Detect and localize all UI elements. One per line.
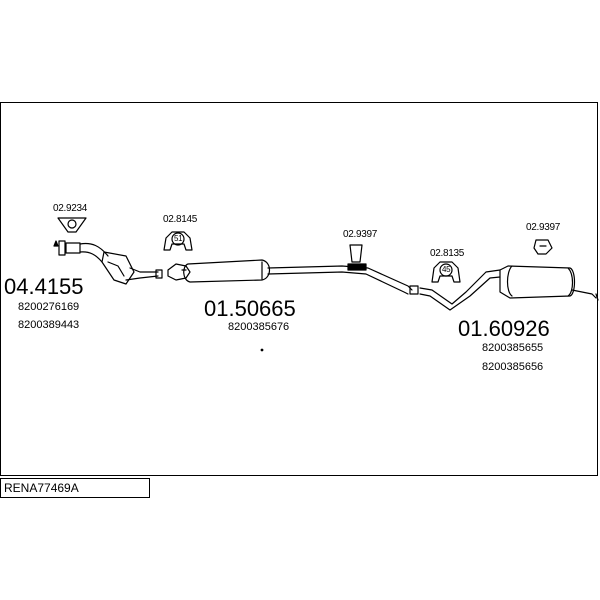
assembly-code-box: RENA77469A <box>0 478 150 498</box>
center-silencer-drawing <box>167 259 419 295</box>
rear-silencer-oem-2: 8200385656 <box>482 361 544 373</box>
rear-silencer-number: 01.60926 <box>458 316 550 341</box>
hanger-center-drawing <box>347 244 367 271</box>
clamp-rear-size: 45 <box>442 265 451 274</box>
clamp-51-drawing <box>163 231 193 251</box>
center-silencer-oem-1: 8200385676 <box>228 321 290 333</box>
assembly-code: RENA77469A <box>4 481 79 495</box>
catalytic-converter-oem-1: 8200276169 <box>18 301 80 313</box>
flange-gasket-number: 02.9234 <box>53 203 88 214</box>
hanger-center-number: 02.9397 <box>343 229 378 240</box>
hanger-rear-drawing <box>533 239 553 255</box>
flange-gasket-drawing <box>57 217 87 233</box>
diagram-frame <box>0 102 598 476</box>
rear-silencer-oem-1: 8200385655 <box>482 342 544 354</box>
catalytic-converter-oem-2: 8200389443 <box>18 319 80 331</box>
rear-silencer-drawing <box>419 265 599 311</box>
catalytic-converter-drawing <box>53 240 163 285</box>
hanger-rear-number: 02.9397 <box>526 222 561 233</box>
clamp-rear-number: 02.8135 <box>430 248 465 259</box>
clamp-front-size: 51 <box>174 234 183 243</box>
clamp-front-number: 02.8145 <box>163 214 198 225</box>
catalytic-converter-number: 04.4155 <box>4 274 84 299</box>
center-silencer-number: 01.50665 <box>204 296 296 321</box>
clamp-45-drawing <box>431 261 461 283</box>
